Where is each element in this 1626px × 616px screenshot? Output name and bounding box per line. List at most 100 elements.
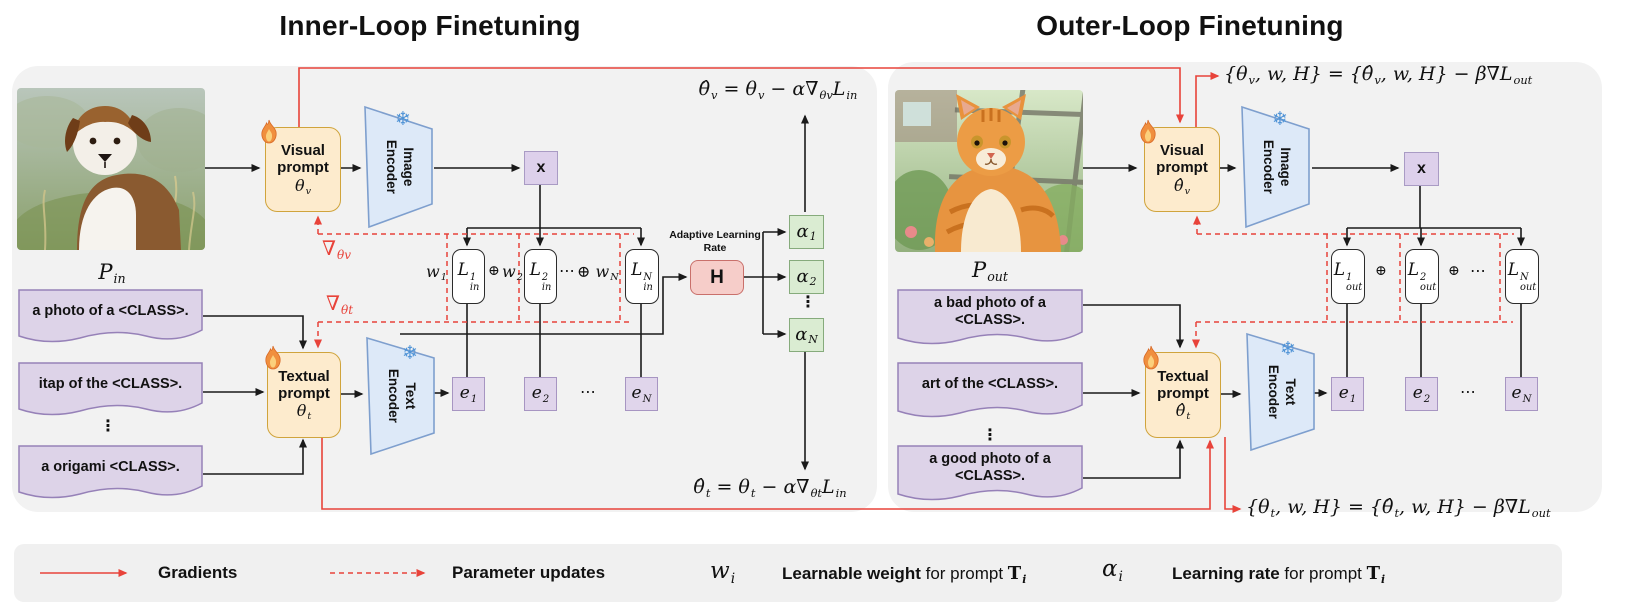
- prompt-text: a bad photo of a <CLASS>.: [934, 294, 1046, 328]
- alpha-N-box: αN: [789, 318, 824, 352]
- snowflake-icon: ❄: [395, 108, 411, 130]
- alpha-ellipsis: ⋮: [800, 292, 816, 311]
- inner-loop-title: Inner-Loop Finetuning: [279, 10, 581, 41]
- legend-w-T-symbol: Ti: [1007, 563, 1027, 586]
- weight-wN: ⊕ wN: [577, 262, 619, 284]
- textual-prompt-label: prompt: [278, 384, 330, 402]
- legend-alpha-T-symbol: Ti: [1366, 563, 1386, 586]
- multiply-op-box: x: [524, 151, 558, 185]
- multiply-op-box: x: [1404, 152, 1439, 186]
- inner-update-eq-visual: θ̂v = θv − α∇θvLin: [698, 78, 858, 102]
- prompt-set-label-in: Pin: [98, 260, 126, 287]
- legend-w-symbol: wi: [710, 558, 736, 587]
- prompt-text: itap of the <CLASS>.: [38, 376, 183, 393]
- image-encoder-label: Image: [1277, 146, 1293, 187]
- loss-row-ellipsis: ⋯: [559, 261, 575, 280]
- weight-w1: w1: [426, 262, 447, 284]
- prompt-set-label-out: Pout: [972, 258, 1008, 285]
- flame-icon: [257, 119, 281, 145]
- prompt-banner: a good photo of a <CLASS>.: [897, 444, 1083, 508]
- legend-w-description: Learnable weight for prompt Ti: [782, 563, 1027, 586]
- snowflake-icon: ❄: [1272, 108, 1288, 130]
- oplus-op: ⊕: [488, 263, 500, 279]
- flame-icon: [261, 345, 285, 371]
- oplus-op: ⊕: [1375, 263, 1387, 279]
- embedding-eN-box: eN: [625, 377, 658, 411]
- visual-prompt-label: prompt: [277, 159, 329, 177]
- prompt-banner: itap of the <CLASS>.: [18, 361, 203, 423]
- embedding-e1-box: e1: [452, 377, 485, 411]
- text-encoder: Text Encoder: [366, 334, 436, 457]
- legend-alpha-description: Learning rate for prompt Ti: [1172, 563, 1386, 586]
- alpha-1-box: α1: [789, 215, 824, 249]
- adaptive-lr-label: Adaptive Learning Rate: [669, 229, 761, 254]
- prompt-banner: a bad photo of a <CLASS>.: [897, 288, 1083, 352]
- grad-theta-v-label: ∇θv: [322, 236, 351, 263]
- embedding-e1-box: e1: [1331, 377, 1364, 411]
- text-encoder-label: Text: [1282, 378, 1298, 405]
- prompt-banner: art of the <CLASS>.: [897, 361, 1083, 425]
- textual-prompt-param: θ̂t: [1175, 401, 1191, 423]
- legend-bar: [14, 544, 1562, 602]
- legend-alpha-symbol: αi: [1102, 556, 1123, 585]
- textual-prompt-box: Textual prompt θt: [267, 352, 341, 438]
- prompt-text: a good photo of a <CLASS>.: [929, 450, 1051, 484]
- text-encoder: Text Encoder: [1246, 330, 1316, 453]
- weight-w2: w2: [502, 262, 523, 284]
- text-encoder-label: Encoder: [1265, 364, 1281, 419]
- textual-prompt-label: Textual: [1157, 367, 1209, 385]
- embedding-e2-box: e2: [1405, 377, 1438, 411]
- image-encoder-label: Image: [400, 146, 416, 187]
- embedding-ellipsis: ⋯: [580, 382, 596, 401]
- textual-prompt-box: Textual prompt θ̂t: [1145, 352, 1221, 438]
- embedding-e2-box: e2: [524, 377, 557, 411]
- prompt-banner: a origami <CLASS>.: [18, 444, 203, 506]
- outer-loop-title: Outer-Loop Finetuning: [1036, 10, 1344, 41]
- image-encoder-label: Encoder: [383, 139, 399, 194]
- visual-prompt-param: θv: [294, 175, 312, 197]
- snowflake-icon: ❄: [1280, 338, 1296, 360]
- snowflake-icon: ❄: [402, 342, 418, 364]
- cat-photo: [895, 90, 1083, 252]
- prompt-banner: a photo of a <CLASS>.: [18, 288, 203, 350]
- visual-prompt-label: Visual: [1160, 142, 1204, 160]
- legend-updates-label: Parameter updates: [452, 563, 606, 582]
- alpha-2-box: α2: [789, 260, 824, 294]
- flame-icon: [1136, 119, 1160, 145]
- dog-photo: [17, 88, 205, 250]
- embedding-ellipsis: ⋯: [1460, 382, 1476, 401]
- visual-prompt-box: Visual prompt θv: [265, 127, 341, 212]
- text-encoder-label: Text: [402, 382, 418, 409]
- prompt-text: a origami <CLASS>.: [41, 459, 180, 476]
- inner-update-eq-textual: θ̂t = θt − α∇θtLin: [693, 476, 847, 500]
- hypernetwork-box: H: [690, 260, 744, 295]
- textual-prompt-param: θt: [296, 401, 312, 423]
- textual-prompt-label: prompt: [1157, 384, 1209, 402]
- prompt-text: a photo of a <CLASS>.: [32, 303, 189, 320]
- outer-update-eq-visual: {θv, w, H} = {θ̂v, w, H} − β∇Lout: [1224, 63, 1533, 87]
- image-encoder: Image Encoder: [1241, 103, 1311, 230]
- visual-prompt-param: θ̂v: [1173, 175, 1191, 197]
- visual-prompt-label: Visual: [281, 142, 325, 160]
- visual-prompt-label: prompt: [1156, 159, 1208, 177]
- prompt-text: art of the <CLASS>.: [921, 376, 1059, 393]
- text-encoder-label: Encoder: [385, 368, 401, 423]
- flame-icon: [1139, 345, 1163, 371]
- grad-theta-t-label: ∇θt: [326, 291, 354, 318]
- loss-row-ellipsis: ⋯: [1470, 261, 1486, 280]
- oplus-op: ⊕: [1448, 263, 1460, 279]
- legend-gradients-label: Gradients: [158, 563, 238, 582]
